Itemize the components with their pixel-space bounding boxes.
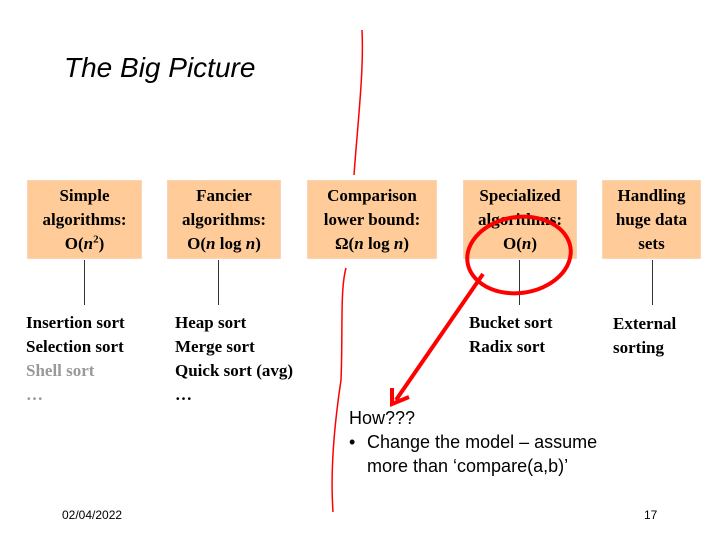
list-item: … — [175, 385, 192, 404]
list-item: sorting — [613, 338, 664, 357]
box-comparison-lower-bound: Comparison lower bound: Ω(n log n) — [307, 180, 437, 259]
footer-date: 02/04/2022 — [62, 508, 123, 522]
list-item: Bucket sort — [469, 313, 553, 332]
note-heading: How??? — [349, 408, 416, 428]
slide-title: The Big Picture — [64, 52, 256, 83]
box-specialized-algorithms: Specialized algorithms: O(n) — [463, 180, 577, 259]
box-line: algorithms: — [181, 209, 267, 229]
list-item: Selection sort — [26, 337, 124, 356]
bullet: • — [349, 432, 356, 452]
page-number: 17 — [644, 508, 658, 522]
red-divider-stroke-bottom — [331, 267, 347, 513]
note-bullet-item: • Change the model – assume more than ‘co… — [349, 430, 597, 478]
box-complexity: O(n) — [502, 233, 538, 253]
note: How??? • Change the model – assume more t… — [349, 406, 597, 478]
list-item: Quick sort (avg) — [175, 361, 294, 380]
box-line: algorithms: — [42, 209, 127, 229]
red-arrowhead — [390, 388, 410, 407]
box-complexity: Ω(n log n) — [334, 233, 410, 253]
list-item: Radix sort — [469, 337, 546, 356]
box-complexity: O(n log n) — [187, 233, 261, 253]
note-text: Change the model – assume — [367, 432, 598, 452]
list-item: External — [613, 314, 677, 333]
box-simple-algorithms: Simple algorithms: O(n2) — [27, 180, 142, 259]
box-huge-data-sets: Handling huge data sets — [602, 180, 701, 259]
list-item: Shell sort — [26, 361, 95, 380]
list-item: Heap sort — [175, 313, 247, 332]
list-item: … — [26, 385, 43, 404]
list-item: Merge sort — [175, 337, 255, 356]
list-specialized: Bucket sort Radix sort — [469, 311, 553, 359]
box-line: lower bound: — [323, 209, 421, 229]
note-text: more than ‘compare(a,b)’ — [367, 456, 569, 476]
box-line: Specialized — [479, 185, 561, 205]
connector-line — [519, 260, 520, 305]
list-fancier: Heap sort Merge sort Quick sort (avg) … — [175, 311, 293, 407]
connector-line — [84, 260, 85, 305]
box-complexity: O(n2) — [64, 232, 105, 253]
red-arrow-annotation — [394, 272, 485, 402]
connector-line — [218, 260, 219, 305]
red-circle-annotation — [465, 214, 573, 296]
box-line: Comparison — [327, 185, 417, 205]
list-huge-data: External sorting — [613, 312, 676, 360]
list-simple: Insertion sort Selection sort Shell sort… — [26, 311, 125, 407]
connector-line — [652, 260, 653, 305]
box-line: Fancier — [196, 185, 252, 205]
box-line: sets — [638, 233, 665, 253]
box-fancier-algorithms: Fancier algorithms: O(n log n) — [167, 180, 281, 259]
box-line: Simple — [59, 185, 110, 205]
box-line: huge data — [615, 209, 688, 229]
box-line: algorithms: — [477, 209, 563, 229]
list-item: Insertion sort — [26, 313, 125, 332]
red-divider-stroke-top — [353, 29, 364, 176]
box-line: Handling — [617, 185, 686, 205]
